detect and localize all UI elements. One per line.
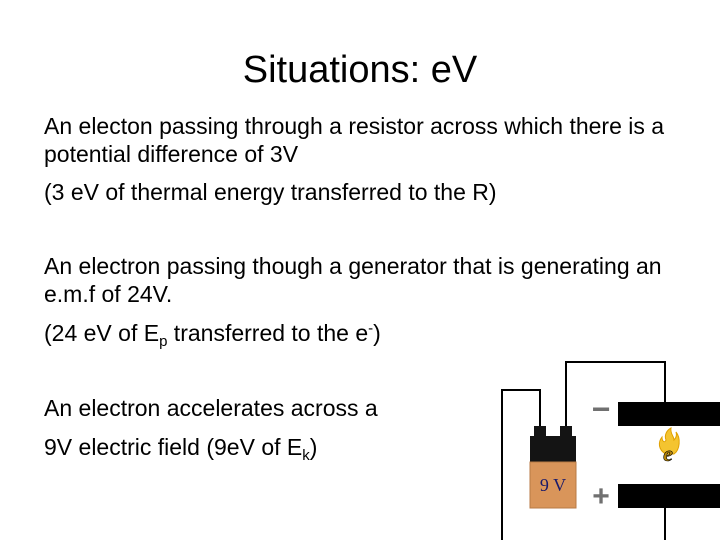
paragraph-generator-note: (24 eV of Ep transferred to the e-) (44, 318, 684, 350)
paragraph-resistor: An electon passing through a resistor ac… (44, 113, 665, 167)
text-fragment: transferred to the e (167, 320, 369, 346)
wire-outer (501, 389, 541, 540)
electron-symbol: e (663, 441, 673, 466)
text-fragment: (24 eV of E (44, 320, 160, 346)
paragraph-resistor-note: (3 eV of thermal energy transferred to t… (44, 179, 497, 205)
flame-icon (658, 427, 680, 455)
paragraph-field-note: 9V electric field (9eV of Ek) (44, 432, 684, 464)
battery-terminal-right (560, 426, 572, 438)
minus-sign: − (592, 391, 611, 427)
text-fragment: 9V electric field (9eV of E (44, 434, 303, 460)
paragraph-field: An electron accelerates across a (44, 395, 378, 421)
text-fragment: ) (309, 434, 318, 460)
battery-body (529, 461, 577, 509)
negative-plate (618, 402, 720, 426)
slide-title: Situations: eV (242, 49, 478, 91)
battery-terminal-left (534, 426, 546, 438)
battery-label: 9 V (540, 475, 566, 495)
paragraph-generator: An electron passing though a generator t… (44, 253, 662, 307)
plus-sign: + (592, 480, 610, 513)
battery-cap (530, 436, 576, 462)
circuit-diagram: 9 V − + e (501, 361, 720, 540)
superscript-minus: - (368, 320, 374, 337)
text-fragment: ) (373, 320, 381, 346)
wire-inner (565, 361, 666, 426)
positive-plate (618, 484, 720, 508)
spacer (44, 216, 684, 252)
subscript-p: p (159, 333, 168, 350)
subscript-k: k (302, 447, 310, 464)
slide-body: An electon passing through a resistor ac… (44, 112, 684, 472)
